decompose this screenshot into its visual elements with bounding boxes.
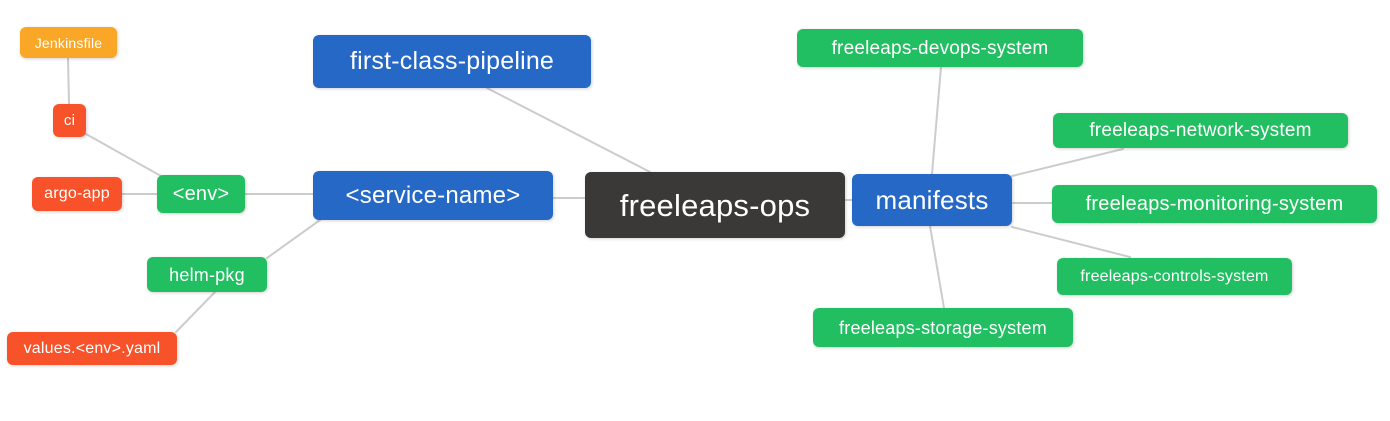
mindmap-node-first-class-pipeline[interactable]: first-class-pipeline [313, 35, 591, 88]
mindmap-node-jenkinsfile[interactable]: Jenkinsfile [20, 27, 117, 58]
mindmap-node-manifests[interactable]: manifests [852, 174, 1012, 226]
node-label-helm-pkg: helm-pkg [169, 264, 245, 285]
node-label-devops-system: freeleaps-devops-system [831, 37, 1049, 59]
node-label-freeleaps-ops: freeleaps-ops [619, 187, 811, 223]
node-label-service-name: <service-name> [345, 181, 521, 209]
node-label-ci: ci [63, 112, 76, 129]
node-label-argo-app: argo-app [44, 185, 110, 202]
mindmap-node-devops-system[interactable]: freeleaps-devops-system [797, 29, 1083, 67]
node-label-jenkinsfile: Jenkinsfile [34, 34, 103, 51]
node-label-first-class-pipeline: first-class-pipeline [349, 47, 555, 75]
node-label-monitoring-system: freeleaps-monitoring-system [1085, 193, 1344, 215]
node-label-network-system: freeleaps-network-system [1089, 120, 1312, 141]
mindmap-node-values-env-yaml[interactable]: values.<env>.yaml [7, 332, 177, 365]
edge-pipeline-ops [486, 87, 651, 173]
node-label-env: <env> [172, 183, 230, 205]
mindmap-node-controls-system[interactable]: freeleaps-controls-system [1057, 258, 1292, 295]
mindmap-node-storage-system[interactable]: freeleaps-storage-system [813, 308, 1073, 347]
mindmap-node-argo-app[interactable]: argo-app [32, 177, 122, 211]
edge-ci-env [85, 133, 162, 177]
node-label-storage-system: freeleaps-storage-system [839, 317, 1047, 338]
edge-manifests-network [1011, 148, 1124, 177]
mindmap-node-helm-pkg[interactable]: helm-pkg [147, 257, 267, 292]
mindmap-node-monitoring-system[interactable]: freeleaps-monitoring-system [1052, 185, 1377, 223]
node-label-controls-system: freeleaps-controls-system [1080, 267, 1269, 285]
mindmap-node-env[interactable]: <env> [157, 175, 245, 213]
edge-jenkinsfile-ci [67, 57, 70, 105]
edge-manifests-devops [931, 66, 942, 175]
mindmap-node-freeleaps-ops[interactable]: freeleaps-ops [585, 172, 845, 238]
edge-values-helm-pkg [175, 291, 216, 333]
edge-helm-pkg-service-name [266, 219, 321, 259]
edge-manifests-storage [929, 225, 945, 309]
edge-manifests-controls [1011, 226, 1131, 258]
node-label-values-env-yaml: values.<env>.yaml [23, 339, 161, 357]
mindmap-node-service-name[interactable]: <service-name> [313, 171, 553, 220]
mindmap-node-network-system[interactable]: freeleaps-network-system [1053, 113, 1348, 148]
node-label-manifests: manifests [875, 185, 989, 215]
mindmap-node-ci[interactable]: ci [53, 104, 86, 137]
